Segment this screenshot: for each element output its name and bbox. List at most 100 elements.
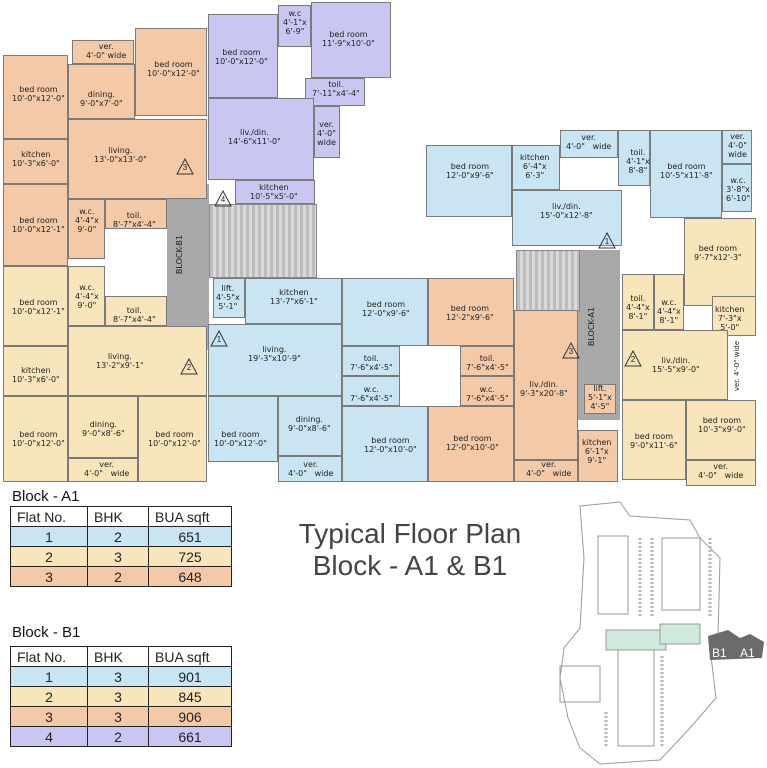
room-label: kitchen 13'-7"x6'-1" bbox=[270, 288, 318, 306]
room-label: living. 13'-2"x9'-1" bbox=[96, 352, 144, 370]
room-29 bbox=[342, 346, 400, 376]
room-label: bed room 12'-0"x10'-0" bbox=[446, 434, 499, 452]
room-30 bbox=[342, 376, 400, 406]
room-label: toil. 4'-1"x 8'-8" bbox=[626, 148, 650, 175]
room-27 bbox=[342, 278, 428, 346]
block-a1-heading: Block - A1 bbox=[12, 488, 80, 505]
flat-marker-number: 4 bbox=[220, 195, 226, 204]
room-14 bbox=[3, 396, 68, 482]
room-label: bed room 11'-9"x10'-0" bbox=[322, 30, 375, 48]
bua-cell: 845 bbox=[148, 686, 232, 707]
room-58 bbox=[686, 460, 756, 486]
room-11 bbox=[105, 296, 167, 326]
room-label: toil. 8'-7"x4'-4" bbox=[113, 211, 156, 229]
room-36 bbox=[460, 346, 514, 376]
flat-marker-icon bbox=[180, 358, 198, 375]
room-label: dining. 9'-0"x7'-0" bbox=[80, 90, 123, 108]
room-label: living. 13'-0"x13'-0" bbox=[94, 146, 147, 164]
site-boundary bbox=[559, 501, 721, 765]
room-42 bbox=[578, 430, 618, 482]
room-26 bbox=[213, 278, 245, 318]
room-6 bbox=[3, 184, 68, 266]
flat-no-cell: 3 bbox=[10, 706, 88, 727]
bhk-cell: 3 bbox=[87, 706, 149, 727]
room-label: bed room 10'-0"x12'-0" bbox=[12, 430, 65, 448]
room-43 bbox=[560, 130, 618, 158]
room-12 bbox=[68, 326, 207, 396]
block-b1-staircase bbox=[209, 204, 317, 278]
garden-area bbox=[605, 629, 667, 651]
room-label: ver. 4'-0" wide bbox=[86, 42, 127, 60]
plan-title-line1: Typical Floor Plan bbox=[298, 518, 522, 549]
flat-marker-number: 3 bbox=[182, 163, 188, 172]
room-23 bbox=[314, 106, 340, 158]
col-bhk-header: BHK bbox=[87, 646, 149, 667]
room-label: bed room 12'-2"x9'-6" bbox=[446, 304, 494, 322]
room-49 bbox=[426, 145, 512, 217]
room-40 bbox=[514, 460, 578, 482]
table-header-row: Flat No. BHK BUA sqft bbox=[10, 506, 232, 527]
room-16 bbox=[138, 396, 207, 482]
room-label: ver. 4'-0" wide bbox=[288, 460, 334, 478]
room-label: w.c 4'-1"x 6'-9" bbox=[283, 9, 307, 36]
room-32 bbox=[278, 396, 342, 456]
room-19 bbox=[278, 5, 311, 47]
plan-title-line2: Block - A1 & B1 bbox=[312, 550, 508, 581]
room-24 bbox=[235, 180, 315, 204]
room-label: bed room 9'-0"x11'-6" bbox=[630, 432, 678, 450]
room-25 bbox=[245, 278, 342, 324]
room-22 bbox=[208, 98, 314, 180]
verandah-side-label: ver. 4'-0" wide bbox=[733, 340, 742, 392]
plan-title: Typical Floor Plan Block - A1 & B1 bbox=[290, 518, 530, 582]
room-label: bed room 10'-0"x12'-0" bbox=[12, 85, 65, 103]
room-label: lift. 4'-5"x 5'-1" bbox=[216, 284, 240, 311]
room-37 bbox=[460, 376, 514, 406]
room-8 bbox=[105, 199, 167, 229]
bhk-cell: 2 bbox=[87, 566, 149, 587]
room-35 bbox=[428, 278, 514, 346]
floor-plan: ver. 4'-0" wide bed room 10'-0"x12'-0" bed… bbox=[3, 2, 756, 486]
room-label: toil. 7'-6"x4'-5" bbox=[350, 354, 393, 372]
flat-no-cell: 3 bbox=[10, 566, 88, 587]
room-52 bbox=[622, 274, 654, 330]
room-31 bbox=[208, 396, 278, 462]
room-label: ver. 4'-0" wide bbox=[84, 460, 130, 478]
room-33 bbox=[342, 406, 428, 482]
room-20 bbox=[311, 2, 391, 78]
room-label: ver. 4'-0" wide bbox=[566, 133, 612, 151]
room-label: w.c. 4'-4"x 8'-1" bbox=[657, 298, 681, 325]
bua-cell: 648 bbox=[148, 566, 232, 587]
room-label: kitchen 6'-1"x 9'-1" bbox=[582, 438, 612, 465]
room-9 bbox=[3, 266, 68, 346]
bhk-cell: 3 bbox=[87, 666, 149, 687]
flat-marker-number: 1 bbox=[604, 237, 610, 246]
garden-area bbox=[659, 623, 701, 645]
room-label: bed room 10'-3"x9'-0" bbox=[698, 416, 746, 434]
block-b1-label: BLOCK-B1 bbox=[175, 234, 185, 275]
room-18 bbox=[208, 14, 278, 98]
col-bhk-header: BHK bbox=[87, 506, 149, 527]
room-label: bed room 12'-0"x10'-0" bbox=[364, 436, 417, 454]
col-flat-header: Flat No. bbox=[10, 506, 88, 527]
room-51 bbox=[684, 218, 756, 306]
room-28 bbox=[208, 324, 342, 396]
room-label: bed room 12'-0"x9'-6" bbox=[446, 162, 494, 180]
flat-marker-number: 2 bbox=[630, 355, 636, 364]
room-48 bbox=[512, 145, 560, 190]
room-label: toil. 4'-4"x 8'-1" bbox=[626, 294, 650, 321]
table-header-row: Flat No. BHK BUA sqft bbox=[10, 646, 232, 667]
col-flat-header: Flat No. bbox=[10, 646, 88, 667]
flat-no-cell: 4 bbox=[10, 726, 88, 747]
room-label: toil. 7'-6"x4'-5" bbox=[466, 354, 509, 372]
room-label: ver. 4'-0" wide bbox=[728, 132, 747, 159]
block-b1-core bbox=[167, 184, 209, 350]
building-block bbox=[597, 535, 629, 615]
site-key-plan: B1 A1 bbox=[559, 501, 764, 765]
room-0 bbox=[72, 40, 134, 64]
room-label: kitchen 10'-3"x6'-0" bbox=[12, 366, 60, 384]
room-7 bbox=[68, 199, 105, 259]
